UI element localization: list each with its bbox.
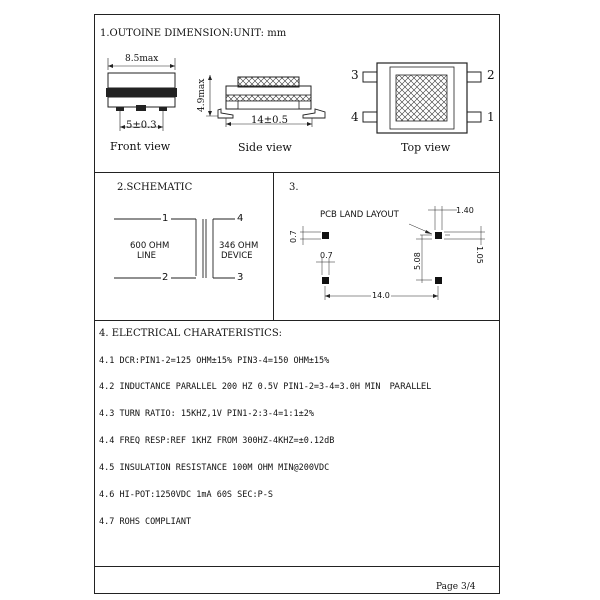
schematic-pin-1: 1 bbox=[162, 213, 169, 224]
top-pin-3: 3 bbox=[351, 68, 359, 82]
front-dim-top: 8.5max bbox=[125, 54, 159, 64]
spec-line-4: 4.4 FREQ RESP:REF 1KHZ FROM 300HZ-4KHZ=±… bbox=[99, 436, 335, 446]
spec-line-6: 4.6 HI-POT:1250VDC 1mA 60S SEC:P-S bbox=[99, 490, 273, 500]
schematic-right-label-1: 346 OHM bbox=[219, 241, 259, 251]
front-dim-bottom: 5±0.3 bbox=[126, 120, 157, 131]
dim-1-40: 1.40 bbox=[456, 206, 474, 215]
drawing-frame bbox=[94, 14, 500, 594]
section3-title: 3. bbox=[289, 182, 299, 193]
top-view bbox=[362, 62, 482, 134]
dim-0-7-b: 0.7 bbox=[320, 251, 333, 260]
top-view-label: Top view bbox=[401, 141, 451, 154]
spec-line-2: 4.2 INDUCTANCE PARALLEL 200 HZ 0.5V PIN1… bbox=[99, 382, 431, 392]
schematic-pin-3: 3 bbox=[237, 272, 244, 283]
dim-1-05: 1.05 bbox=[475, 246, 484, 264]
spec-line-2-text: 4.2 INDUCTANCE PARALLEL 200 HZ 0.5V PIN1… bbox=[99, 382, 381, 392]
schematic-left-label-1: 600 OHM bbox=[130, 241, 170, 251]
schematic-pin-4: 4 bbox=[237, 213, 244, 224]
spec-line-2-suffix: PARALLEL bbox=[389, 382, 431, 392]
top-pin-2: 2 bbox=[487, 68, 495, 82]
divider-mid bbox=[273, 172, 274, 321]
spec-line-7: 4.7 ROHS COMPLIANT bbox=[99, 517, 192, 527]
front-view-label: Front view bbox=[110, 140, 171, 153]
pcb-land-layout-label: PCB LAND LAYOUT bbox=[320, 210, 399, 220]
section1-title: 1.OUTOINE DIMENSION:UNIT: mm bbox=[100, 28, 287, 39]
side-view-label: Side view bbox=[238, 141, 292, 154]
dim-5-08: 5.08 bbox=[413, 252, 422, 270]
section2-title: 2.SCHEMATIC bbox=[117, 182, 193, 193]
divider-2 bbox=[94, 320, 500, 321]
side-dim-length: 14±0.5 bbox=[251, 115, 289, 126]
side-view bbox=[206, 75, 326, 127]
spec-line-5: 4.5 INSULATION RESISTANCE 100M OHM MIN@2… bbox=[99, 463, 330, 473]
spec-line-3: 4.3 TURN RATIO: 15KHZ,1V PIN1-2:3-4=1:1±… bbox=[99, 409, 314, 419]
schematic-right-label-2: DEVICE bbox=[221, 251, 253, 261]
spec-line-1: 4.1 DCR:PIN1-2=125 OHM±15% PIN3-4=150 OH… bbox=[99, 356, 330, 366]
dim-0-7-a: 0.7 bbox=[289, 230, 298, 243]
dim-14-0: 14.0 bbox=[371, 291, 391, 301]
schematic-left-label-2: LINE bbox=[137, 251, 156, 261]
schematic-pin-2: 2 bbox=[162, 272, 169, 283]
top-pin-4: 4 bbox=[351, 110, 359, 124]
section4-title: 4. ELECTRICAL CHARATERISTICS: bbox=[99, 328, 283, 339]
front-view bbox=[106, 58, 177, 131]
page-number: Page 3/4 bbox=[436, 582, 476, 592]
top-pin-1: 1 bbox=[487, 110, 495, 124]
divider-3 bbox=[94, 566, 500, 567]
divider-1 bbox=[94, 172, 500, 173]
